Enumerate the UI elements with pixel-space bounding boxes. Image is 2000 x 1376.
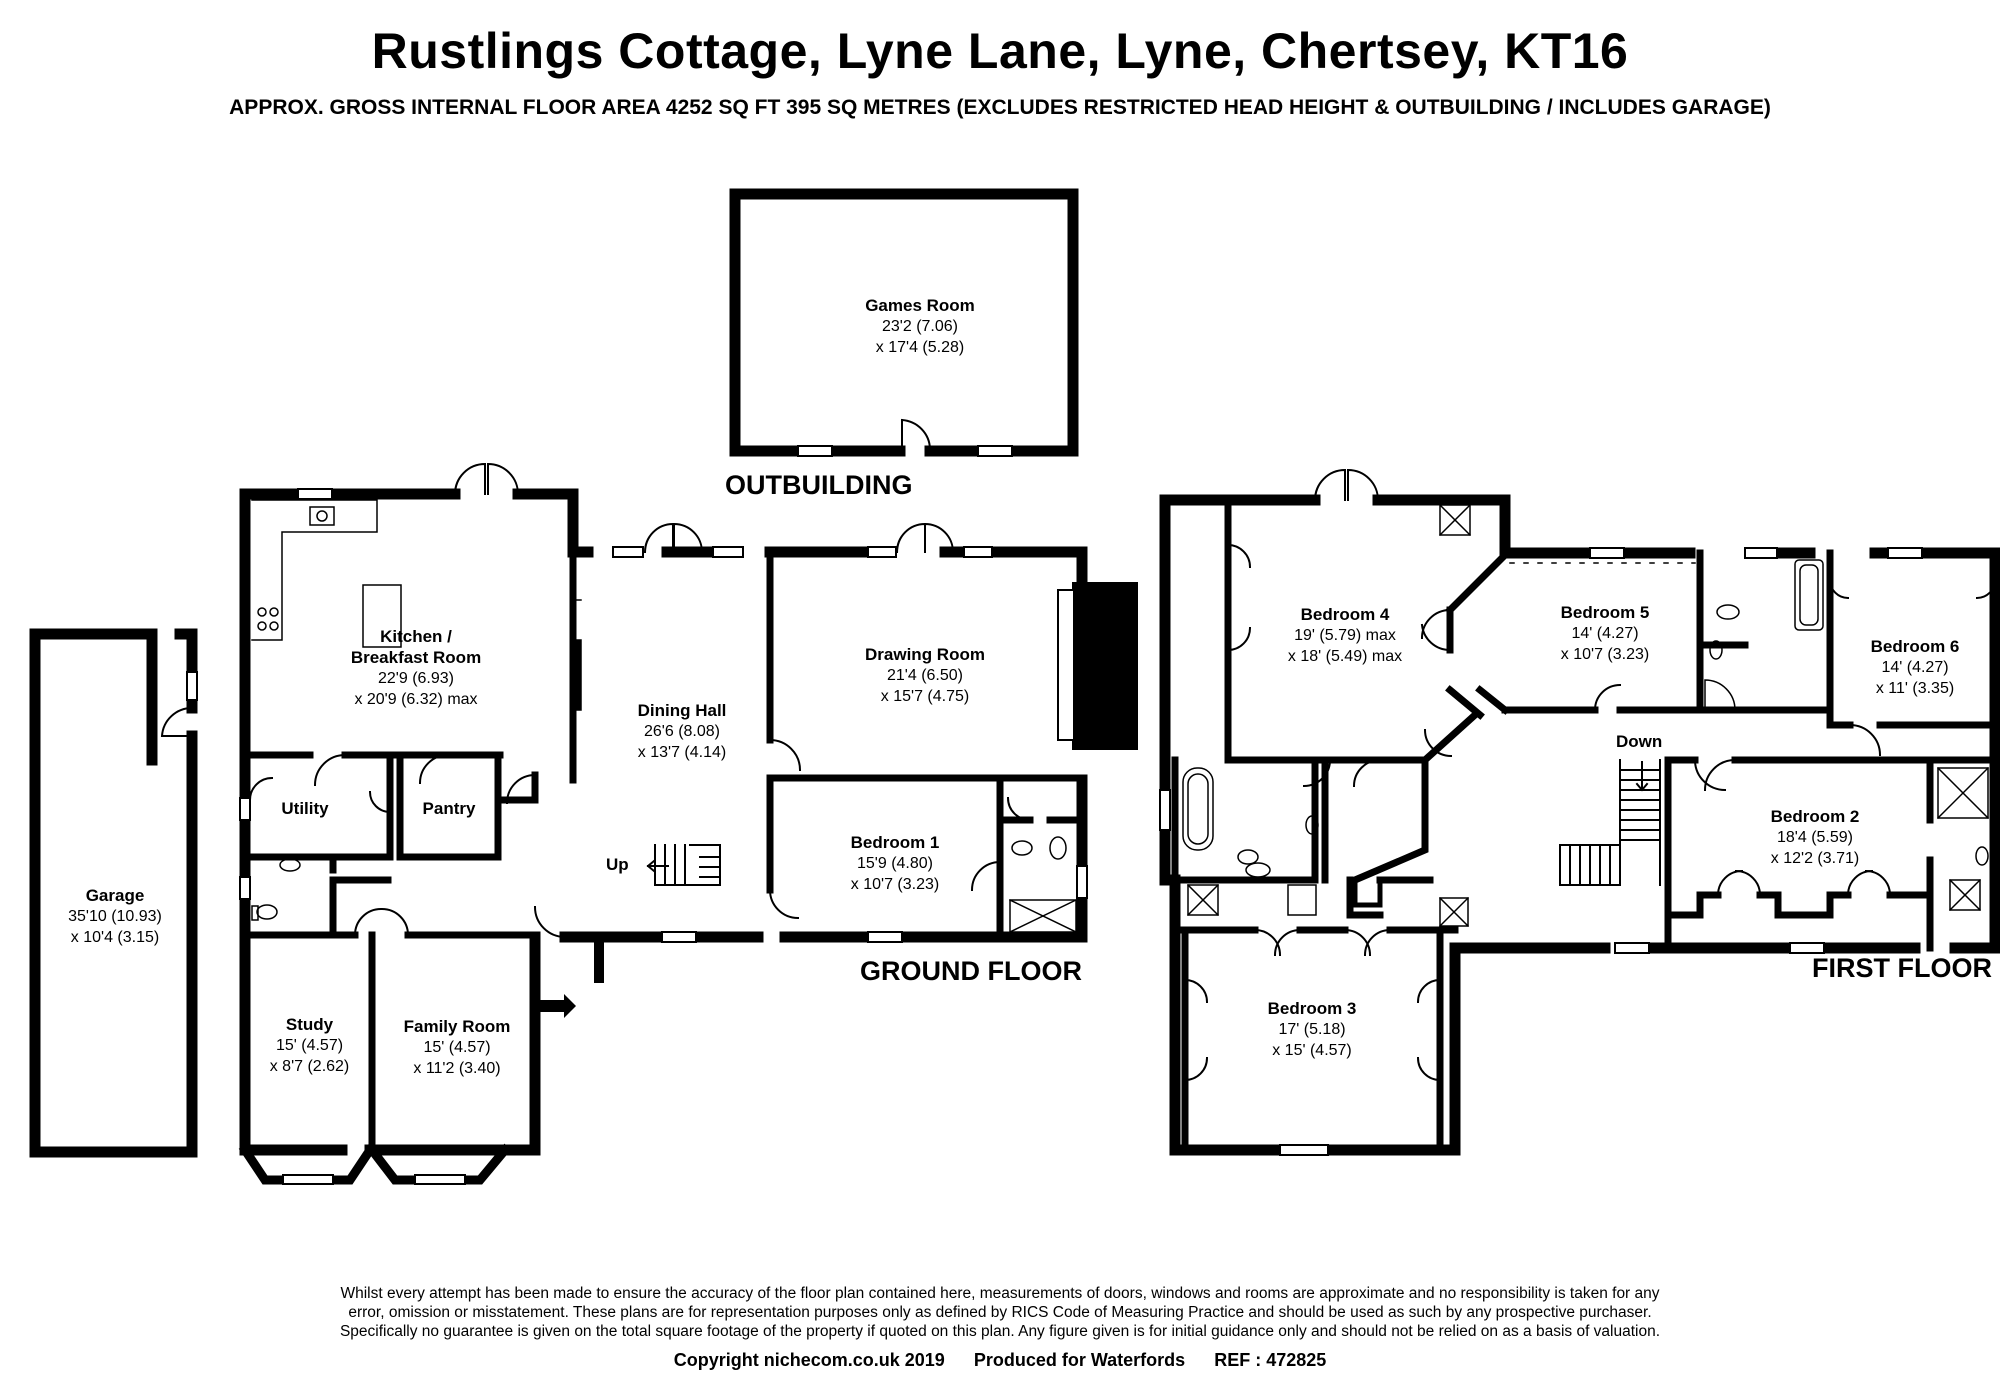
room-bedroom-4: Bedroom 4 19' (5.79) max x 18' (5.49) ma… [1255, 604, 1435, 667]
room-name: Bedroom 4 [1300, 605, 1390, 624]
ground-floor-french-doors [453, 462, 955, 554]
room-games-room: Games Room 23'2 (7.06) x 17'4 (5.28) [820, 295, 1020, 358]
garage-window [186, 671, 198, 701]
room-dimension: x 11' (3.35) [1875, 680, 1955, 697]
outbuilding-door [900, 418, 932, 452]
garage-door [160, 706, 194, 737]
first-floor-cupboards [1352, 877, 1383, 908]
room-name: Garage [85, 886, 145, 905]
room-bedroom-1: Bedroom 1 15'9 (4.80) x 10'7 (3.23) [795, 832, 995, 895]
room-bedroom-6: Bedroom 6 14' (4.27) x 11' (3.35) [1840, 636, 1990, 699]
room-bedroom-5: Bedroom 5 14' (4.27) x 10'7 (3.23) [1530, 602, 1680, 665]
room-name: Bedroom 6 [1870, 637, 1960, 656]
room-bedroom-3: Bedroom 3 17' (5.18) x 15' (4.57) [1227, 998, 1397, 1061]
room-dining-hall: Dining Hall 26'6 (8.08) x 13'7 (4.14) [582, 700, 782, 763]
bedroom-4-corner-bay [1420, 608, 1452, 652]
room-dimension: x 10'7 (3.23) [850, 876, 940, 893]
room-dimension: x 8'7 (2.62) [269, 1058, 350, 1075]
room-dimension: x 17'4 (5.28) [875, 339, 965, 356]
room-utility: Utility [260, 798, 350, 819]
room-dimension: 15' (4.57) [275, 1037, 344, 1054]
first-floor-interior-doors [1183, 543, 1997, 1082]
entrance-marks [538, 935, 604, 1018]
room-name: Dining Hall [637, 701, 727, 720]
room-dimension: x 13'7 (4.14) [637, 744, 727, 761]
footer-produced-for: Produced for Waterfords [973, 1350, 1186, 1370]
page-title: Rustlings Cottage, Lyne Lane, Lyne, Cher… [371, 23, 1629, 79]
room-name: Pantry [422, 799, 476, 818]
first-floor-label: FIRST FLOOR [1812, 953, 1992, 983]
disclaimer-text: Whilst every attempt has been made to en… [230, 1284, 1770, 1341]
bedroom-4-french-doors [1313, 468, 1380, 502]
stairs-up-label: Up [606, 855, 629, 874]
footer-reference: REF : 472825 [1214, 1350, 1327, 1370]
first-floor-inner-walls [1171, 496, 1999, 1154]
room-name: Games Room [865, 296, 975, 315]
room-name: Drawing Room [865, 645, 985, 664]
room-name: Study [285, 1015, 334, 1034]
room-dimension: 22'9 (6.93) [378, 670, 454, 687]
room-family-room: Family Room 15' (4.57) x 11'2 (3.40) [382, 1016, 532, 1079]
room-name: Breakfast Room [350, 648, 482, 667]
room-name: Kitchen / [380, 627, 452, 646]
room-dimension: 14' (4.27) [1571, 625, 1639, 642]
room-dimension: 21'4 (6.50) [887, 667, 963, 684]
room-dimension: 19' (5.79) max [1294, 627, 1396, 644]
disclaimer-line: Specifically no guarantee is given on th… [339, 1323, 1661, 1340]
room-dimension: x 15' (4.57) [1272, 1042, 1352, 1059]
ground-floor-interior-doors [248, 738, 1032, 939]
room-name: Bedroom 3 [1267, 999, 1357, 1018]
disclaimer-line: error, omission or misstatement. These p… [348, 1304, 1652, 1321]
room-drawing-room: Drawing Room 21'4 (6.50) x 15'7 (4.75) [825, 644, 1025, 707]
room-pantry: Pantry [404, 798, 494, 819]
ground-floor-label: GROUND FLOOR [860, 956, 1082, 986]
room-kitchen: Kitchen / Breakfast Room 22'9 (6.93) x 2… [316, 626, 516, 710]
room-dimension: 15'9 (4.80) [857, 855, 933, 872]
room-dimension: x 10'4 (3.15) [70, 929, 160, 946]
outbuilding-windows [797, 445, 1013, 457]
room-dimension: x 15'7 (4.75) [880, 688, 970, 705]
first-floor-staircase [1559, 759, 1661, 886]
first-floor-sanitary [1182, 503, 1990, 928]
footer-copyright: Copyright nichecom.co.uk 2019 [673, 1350, 945, 1370]
room-dimension: x 10'7 (3.23) [1560, 646, 1650, 663]
outbuilding-label: OUTBUILDING [725, 470, 913, 500]
room-dimension: 14' (4.27) [1881, 659, 1949, 676]
ground-floor-windows [239, 488, 1088, 943]
kitchen-fittings [251, 499, 582, 711]
disclaimer-line: Whilst every attempt has been made to en… [340, 1285, 1660, 1302]
bay-window-glazing [282, 1174, 466, 1185]
room-bedroom-2: Bedroom 2 18'4 (5.59) x 12'2 (3.71) [1725, 806, 1905, 869]
ground-floor-staircase [646, 844, 721, 886]
room-dimension: x 12'2 (3.71) [1770, 850, 1860, 867]
ground-floor-sanitary [251, 836, 1078, 934]
room-dimension: 17' (5.18) [1278, 1021, 1346, 1038]
floor-area-subtitle: APPROX. GROSS INTERNAL FLOOR AREA 4252 S… [229, 96, 1771, 119]
room-name: Utility [281, 799, 329, 818]
room-name: Bedroom 2 [1770, 807, 1860, 826]
room-dimension: 15' (4.57) [423, 1039, 491, 1056]
room-dimension: 26'6 (8.08) [644, 723, 720, 740]
room-dimension: 18'4 (5.59) [1777, 829, 1853, 846]
stairs-down-label: Down [1616, 732, 1663, 751]
room-study: Study 15' (4.57) x 8'7 (2.62) [252, 1014, 367, 1077]
room-name: Family Room [403, 1017, 511, 1036]
room-dimension: 35'10 (10.93) [68, 908, 162, 925]
room-dimension: x 18' (5.49) max [1287, 648, 1403, 665]
ground-floor-inner-walls [241, 548, 1086, 1154]
room-dimension: x 11'2 (3.40) [413, 1060, 501, 1077]
room-dimension: 23'2 (7.06) [882, 318, 958, 335]
drawing-room-fireplace [1057, 589, 1075, 741]
footer: Copyright nichecom.co.uk 2019 Produced f… [0, 1350, 2000, 1371]
room-garage: Garage 35'10 (10.93) x 10'4 (3.15) [50, 885, 180, 948]
room-dimension: x 20'9 (6.32) max [354, 691, 478, 708]
room-name: Bedroom 5 [1560, 603, 1650, 622]
drawing-room-chimney [1072, 582, 1138, 750]
room-name: Bedroom 1 [850, 833, 940, 852]
first-floor-windows [1159, 547, 1923, 1156]
